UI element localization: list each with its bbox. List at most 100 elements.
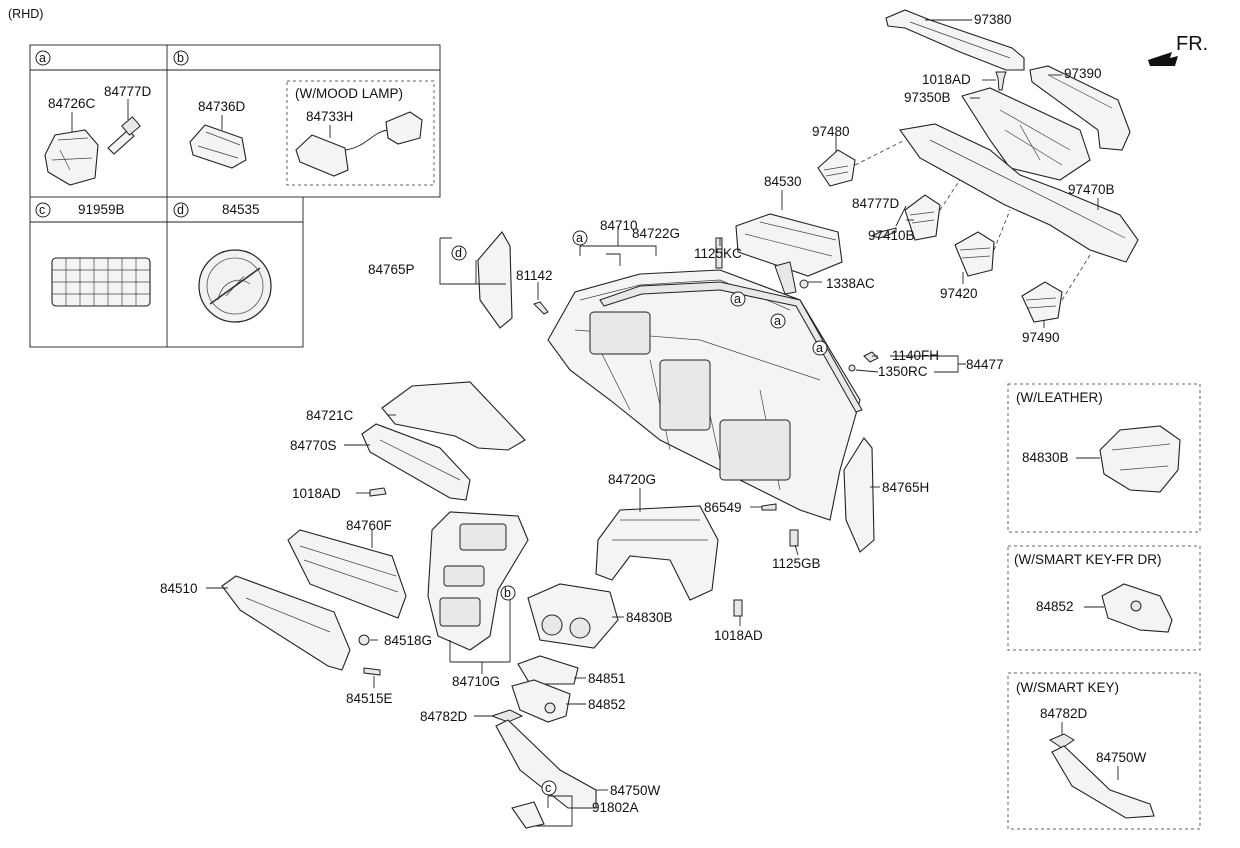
callout-a-2: a <box>734 292 741 306</box>
front-label: FR. <box>1176 33 1208 55</box>
label-84770S: 84770S <box>290 438 337 453</box>
option-box-smart-key: (W/SMART KEY) 84782D 84750W <box>1007 672 1201 830</box>
label-84765H: 84765H <box>882 480 929 495</box>
legend-key-d: d <box>177 203 184 217</box>
lower-cover-84750W <box>495 719 597 809</box>
front-direction-indicator: FR. <box>1148 33 1208 66</box>
label-84830B: 84830B <box>626 610 673 625</box>
label-84710: 84710 <box>600 218 638 233</box>
label-1350RC: 1350RC <box>878 364 928 379</box>
label-97420: 97420 <box>940 286 978 301</box>
vent-97490 <box>1021 281 1063 323</box>
label-1338AC: 1338AC <box>826 276 875 291</box>
label-1125KC: 1125KC <box>694 246 742 261</box>
smart-key-garnish-part <box>1048 733 1075 749</box>
duct-main-97470B <box>899 123 1139 263</box>
label-84720G: 84720G <box>608 472 656 487</box>
garnish-84782D <box>490 709 524 723</box>
label-1018AD-lower: 1018AD <box>714 628 763 643</box>
label-84852: 84852 <box>588 697 626 712</box>
shroud-84852 <box>511 679 571 723</box>
airbag-label <box>198 249 272 323</box>
bolt-part <box>107 129 135 155</box>
glove-box-housing-84760F <box>287 529 407 619</box>
option-box-leather: (W/LEATHER) 84830B <box>1007 383 1201 533</box>
label-91959B: 91959B <box>78 202 125 217</box>
defroster-garnish-84722G <box>599 281 863 413</box>
label-84733H: 84733H <box>306 109 353 124</box>
glove-box-84510 <box>221 575 351 671</box>
center-fascia-84710G <box>427 511 529 651</box>
option-smart-key-title: (W/SMART KEY) <box>1016 680 1119 695</box>
label-84726C: 84726C <box>48 96 96 111</box>
label-97390: 97390 <box>1064 66 1102 81</box>
label-1018AD-top: 1018AD <box>922 72 971 87</box>
label-97470B: 97470B <box>1068 182 1115 197</box>
label-84750W: 84750W <box>610 783 661 798</box>
label-84515E: 84515E <box>346 691 393 706</box>
screw-1018AD-cover <box>369 487 387 497</box>
label-84510: 84510 <box>160 581 198 596</box>
vent-97420 <box>954 231 995 277</box>
mood-lamp-connector <box>385 111 423 145</box>
callout-a-4: a <box>816 341 823 355</box>
label-97350B: 97350B <box>904 90 951 105</box>
duct-97390 <box>1029 65 1131 151</box>
bolt-81142 <box>533 301 549 315</box>
label-84851: 84851 <box>588 671 626 686</box>
passenger-airbag-84530 <box>715 213 843 295</box>
fuse-label-sticker <box>51 257 151 307</box>
variant-label: (RHD) <box>8 7 43 21</box>
mood-lamp-part <box>295 134 349 177</box>
cluster-fascia-84830B <box>527 583 619 649</box>
label-84722G: 84722G <box>632 226 680 241</box>
duct-97350B <box>961 87 1091 181</box>
label-1140FH: 1140FH <box>892 348 939 363</box>
callout-a-3: a <box>774 314 781 328</box>
label-84477: 84477 <box>966 357 1004 372</box>
leader-lines <box>206 19 1099 827</box>
option-smart-key-part-2: 84750W <box>1096 750 1147 765</box>
main-crash-pad <box>477 231 879 553</box>
label-84535: 84535 <box>222 202 260 217</box>
callout-circles: a a a a d b c <box>451 230 828 796</box>
leather-cluster-fascia-part <box>1099 425 1181 493</box>
bolt-86549 <box>761 503 777 511</box>
option-leather-part: 84830B <box>1022 450 1069 465</box>
vent-97410B <box>904 194 941 241</box>
legend-table: a 84726C 84777D b 84736D (W/MOOD LAMP) 8… <box>29 44 441 348</box>
legend-key-a: a <box>39 51 46 65</box>
cover-91802A <box>511 801 545 829</box>
part-labels: 97380 97390 1018AD 97350B 97480 97470B 8… <box>160 12 1115 815</box>
cluster-and-lower-panels <box>490 505 743 829</box>
callout-d: d <box>455 246 462 260</box>
label-86549: 86549 <box>704 500 742 515</box>
label-84518G: 84518G <box>384 633 432 648</box>
shroud-84851 <box>517 655 579 685</box>
label-84710G: 84710G <box>452 674 500 689</box>
upper-cover-group <box>361 381 526 501</box>
screw-1018AD-lower <box>733 599 743 617</box>
option-smart-key-part-1: 84782D <box>1040 706 1088 721</box>
label-97410B: 97410B <box>868 228 915 243</box>
label-84765P: 84765P <box>368 262 415 277</box>
screw-84777D-vents <box>870 227 897 239</box>
callout-b: b <box>504 586 511 600</box>
washer-1350RC <box>848 364 856 372</box>
glove-box-group <box>221 529 407 676</box>
label-84736D: 84736D <box>198 99 246 114</box>
smart-key-lower-cover-part <box>1051 745 1155 819</box>
option-smart-key-fr-dr-part: 84852 <box>1036 599 1074 614</box>
label-97380: 97380 <box>974 12 1012 27</box>
label-1018AD-cover: 1018AD <box>292 486 341 501</box>
label-84777D-legend: 84777D <box>104 84 152 99</box>
label-1125GB: 1125GB <box>772 556 821 571</box>
label-84782D: 84782D <box>420 709 468 724</box>
callout-c: c <box>545 781 551 795</box>
cover-84770S <box>361 423 471 501</box>
screw-84515E <box>363 667 381 676</box>
legend-key-b: b <box>177 51 184 65</box>
label-97480: 97480 <box>812 124 850 139</box>
cover-84721C <box>381 381 526 451</box>
